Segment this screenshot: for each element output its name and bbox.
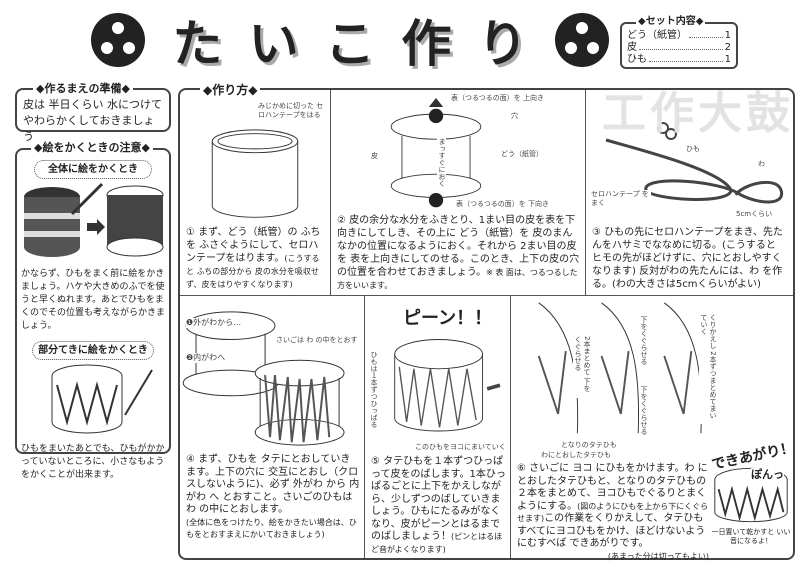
step-text: ⑥ さいごに ヨコ にひもをかけます。わ にとおしたタテひもと、となりのタテひも… [517,463,708,512]
tomoe-crest-icon [554,13,609,67]
step-text: ① まず、どう（紙管）の ふち を ふさぐようにして、セロハンテープをはります。 [186,227,321,264]
step-label: 皮 [371,152,378,161]
step-label: ひもは１本ずつひっぱる [369,351,378,428]
step-label: となりのタテひも [561,441,617,450]
item-name: 皮 [627,42,637,53]
sound-text: ぽんっ [751,468,784,481]
item-qty: 2 [724,42,731,53]
page-title: た い こ 作 り [90,4,610,76]
step-note: (図のようにひもを上から下にくぐらせます) [517,501,709,524]
step-label: 2本まとめて 下をくぐらせる [573,336,591,398]
title-char: こ [324,14,375,73]
paint-note-heading: ◆絵をかくときの注意◆ [31,141,153,154]
step-label: ❷内がわへ [186,353,226,363]
watermark: 工作大鼓 [602,88,794,139]
item-qty: 1 [724,30,731,41]
step-5: ピーン！！ ひもは１本ずつひっぱる このひもをヨコにまいていく ⑤ タテひもを１… [365,296,510,558]
step-label: ひも [686,145,700,154]
item-name: ひも [627,54,647,65]
step-label: わ [758,160,765,169]
step-text: ② 皮の余分な水分をふきとり、1まい目の皮を表を下向きにしてしき、その上に どう… [337,215,580,278]
step-note: (あまった分は切ってもよい) [607,551,709,561]
set-item: ひも 1 [627,54,731,66]
set-item: どう（紙管） 1 [627,30,731,42]
step-label: どう（紙管） [501,150,543,159]
title-char: り [477,14,528,73]
binding-illustration [537,302,702,434]
set-contents-heading: ◆セット内容◆ [636,16,706,28]
whole-paint-label: 全体に絵をかくとき [34,160,152,179]
drum-assembly-illustration [390,98,482,208]
step-label: 5cmくらい [736,210,773,219]
howto-heading: ◆作り方◆ [200,81,261,98]
prep-box: ◆作るまえの準備◆ 皮は 半日くらい 水につけて やわらかくしておきましょう [15,81,171,143]
step-2: 表（つるつるの面）を 上向き 穴 皮 どう（紙管） まっすぐにおく 表（つるつる… [331,90,585,295]
paint-note-box: ◆絵をかくときの注意◆ 全体に絵をかくとき かならず、ひもをまく前に絵をかきまし… [15,141,171,480]
step-4: ❶外がわから… ❷内がわへ さいごは わ の中をとおす ④ まず、ひもを タテに… [180,296,364,558]
title-char: い [248,14,299,73]
partial-painted-drum-illustration [51,364,153,434]
howto-box: ◆作り方◆ 工作大鼓 みじかめに切った セロハンテープをはる ① まず、どう（紙… [178,81,796,561]
step-3: ひも わ セロハンテープ をまく 5cmくらい ③ ひもの先にセロハンテープをま… [586,90,793,295]
prep-text: 皮は 半日くらい 水につけて やわらかくしておきましょう [23,98,162,143]
finished-caption: 一日置いて乾かすと いい音になるよ！ [711,528,791,545]
step-label: くりかえし 2本ずつまとめてまいていく [699,314,717,424]
partial-paint-text: ひもをまいたあとでも、ひもがかかっていないところに、小さなもようをかくことが出来… [21,444,165,480]
step-text: ⑤ タテひもを１本ずつひっぱって皮をのばします。1本ひっぱるごとに上下をかえしな… [371,456,506,542]
step-label: まっすぐにおく [437,138,446,187]
sound-label: ピーン！！ [403,308,493,329]
step-note: (こうすると ふちの部分から 皮の水分を吸収せず、皮をはりやすくなります) [186,254,320,289]
step-label: 下をくぐらせる [639,386,648,435]
item-qty: 1 [724,54,731,65]
step-label: セロハンテープ をまく [591,190,651,208]
step-label: 穴 [511,112,518,121]
whole-paint-text: かならず、ひもをまく前に絵をかきましょう。ハケや大きめのふでを使うと早くぬれます… [21,269,166,331]
painted-drum-illustration [24,182,164,257]
step-text: ④ まず、ひもを タテにとおしていきます。上下の穴に 交互にとおし（クロスしない… [186,454,360,515]
tube-illustration [211,129,299,218]
step-label: わにとおしたタテひも [541,451,611,460]
tightening-illustration [394,339,501,432]
string-illustration [605,122,784,204]
partial-paint-label: 部分てきに絵をかくとき [32,341,154,360]
tomoe-crest-icon [91,13,145,67]
title-char: た [172,14,223,73]
step-label: みじかめに切った セロハンテープをはる [258,102,328,120]
step-note: ※ 表 面は、つるつるした方をいいます。 [337,268,578,290]
step-text: ③ ひもの先にセロハンテープをまき、先たんをハサミでななめに切る。(こうすると … [592,227,783,290]
step-note: (全体に色をつけたり、絵をかきたい場合は、ひもをとおすまえにかいておきましょう) [186,517,357,540]
step-label: 表（つるつるの面）を 上向き [451,94,544,103]
prep-heading: ◆作るまえの準備◆ [33,81,133,97]
step-text: この作業をくりかえして、タテひもすべてにヨコひもをかけ、ほどけないようにむすべば… [517,513,706,549]
step-label: 下をくぐらせる [639,316,648,365]
step-label: 表（つるつるの面）を 下向き [456,200,549,209]
step-label: さいごは わ の中をとおす [276,336,358,345]
step-1: みじかめに切った セロハンテープをはる ① まず、どう（紙管）の ふち を ふさ… [180,90,330,295]
step-6: 2本まとめて 下をくぐらせる 下をくぐらせる 下をくぐらせる くりかえし 2本ず… [511,296,796,561]
finished-drum: できあがり！ ぽんっ 一日置いて乾かすと いい音になるよ！ [710,440,795,556]
title-char: 作 [401,14,452,73]
item-name: どう（紙管） [627,30,687,41]
step-label: このひもをヨコにまいていく [415,443,506,452]
step-note: (ピンとはるほど音がよくなります) [371,532,503,554]
step-label: ❶外がわから… [186,318,242,328]
